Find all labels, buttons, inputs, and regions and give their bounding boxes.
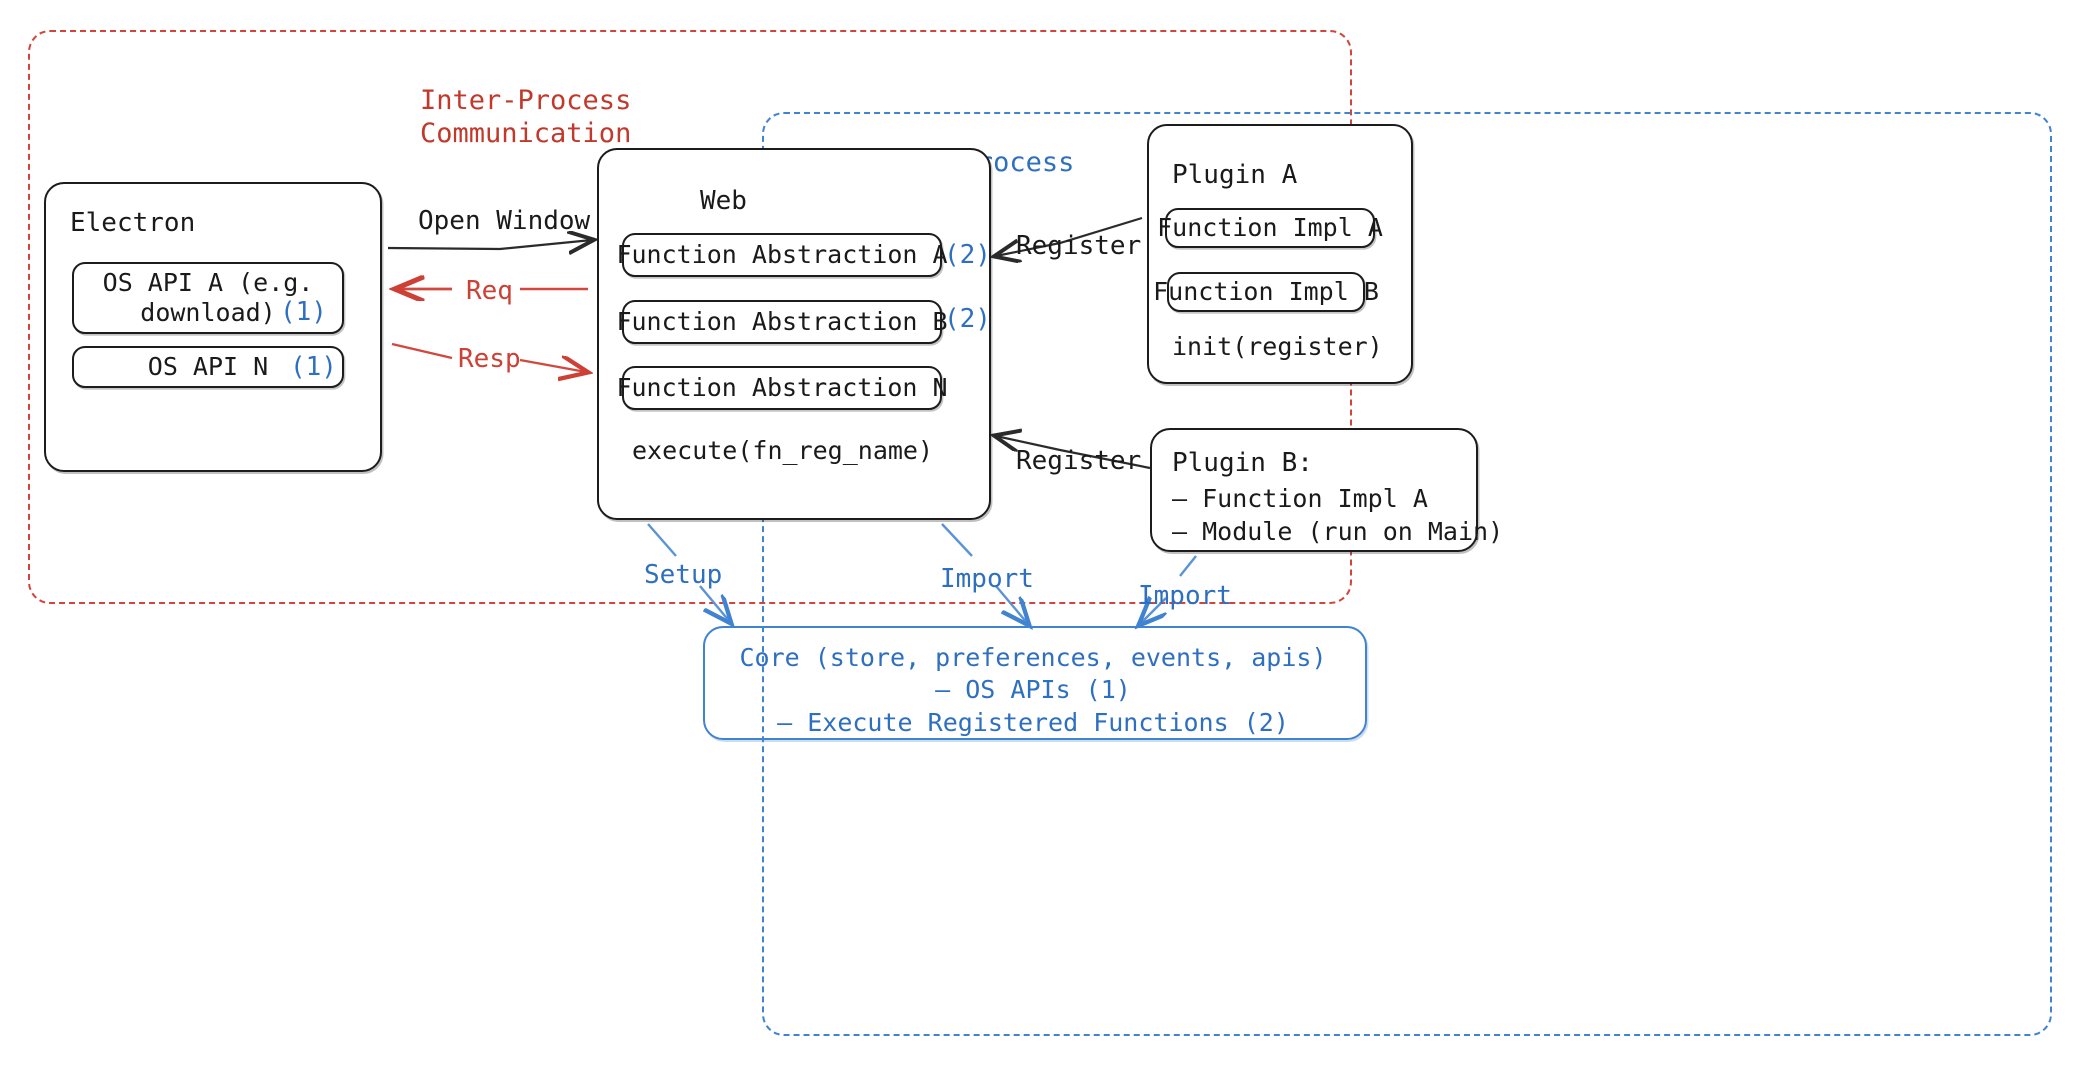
edge-label-import-plugin-core: Import <box>1138 581 1232 611</box>
os-api-n-chip[interactable]: OS API N <box>72 346 344 388</box>
web-title: Web <box>700 186 747 216</box>
plugin-b-title: Plugin B: <box>1172 448 1313 478</box>
function-abstraction-b-tag: (2) <box>944 304 991 334</box>
core-box <box>703 626 1367 740</box>
function-abstraction-a-tag: (2) <box>944 240 991 270</box>
os-api-n-tag: (1) <box>290 352 337 382</box>
plugin-b-line-function-impl-a: – Function Impl A <box>1172 484 1428 513</box>
edge-label-resp: Resp <box>458 344 521 374</box>
edge-label-register-plugin-a: Register <box>1016 231 1142 261</box>
group-label-inter-process-communication: Inter-Process Communication <box>420 85 632 150</box>
function-impl-a-chip[interactable]: Function Impl A <box>1157 208 1383 248</box>
group-rendering-process <box>762 112 2052 1036</box>
function-abstraction-b-chip[interactable]: Function Abstraction B <box>616 300 948 344</box>
function-abstraction-a-chip[interactable]: Function Abstraction A <box>616 233 948 277</box>
os-api-a-tag: (1) <box>280 297 327 327</box>
electron-title: Electron <box>70 208 196 238</box>
core-text: Core (store, preferences, events, apis) … <box>739 643 1327 737</box>
edge-label-import-web-core: Import <box>940 564 1034 594</box>
edge-label-open-window: Open Window <box>418 206 591 236</box>
web-execute-note: execute(fn_reg_name) <box>632 436 934 465</box>
edge-label-register-plugin-b: Register <box>1016 446 1142 476</box>
edge-label-req: Req <box>466 276 513 306</box>
function-abstraction-n-chip[interactable]: Function Abstraction N <box>616 366 948 410</box>
plugin-a-box <box>1147 124 1413 384</box>
plugin-a-init-note: init(register) <box>1172 332 1383 361</box>
function-impl-b-chip[interactable]: Function Impl B <box>1153 272 1379 312</box>
plugin-a-title: Plugin A <box>1172 160 1298 190</box>
os-api-a-chip[interactable]: OS API A (e.g. download) <box>72 262 344 334</box>
plugin-b-line-module: – Module (run on Main) <box>1172 517 1504 546</box>
edge-label-setup: Setup <box>644 560 723 590</box>
plugin-b-box <box>1150 428 1478 552</box>
